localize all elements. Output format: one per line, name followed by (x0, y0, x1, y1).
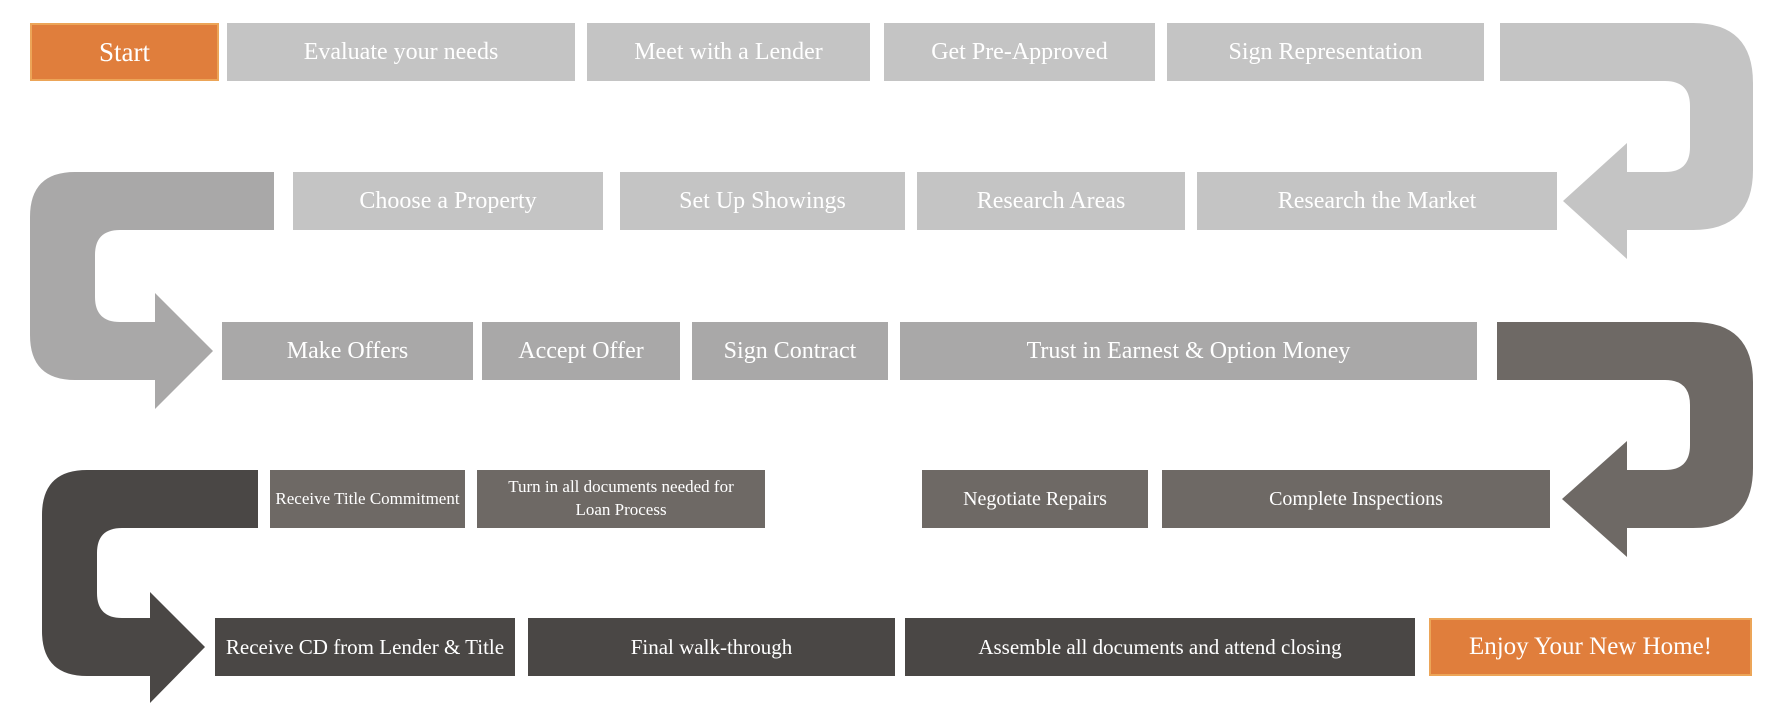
step-label: Trust in Earnest & Option Money (1026, 337, 1351, 364)
step-final-walk-through[interactable]: Final walk-through (528, 618, 895, 676)
u-turn-arrow-row3-row4-icon (1497, 322, 1753, 557)
step-label: Turn in all documents needed for Loan Pr… (508, 477, 734, 519)
step-complete-inspections[interactable]: Complete Inspections (1162, 470, 1550, 528)
u-turn-arrow-row1-row2-icon (1500, 23, 1753, 259)
step-label: Negotiate Repairs (963, 487, 1107, 510)
step-label: Research the Market (1277, 187, 1477, 214)
step-sign-contract[interactable]: Sign Contract (692, 322, 888, 380)
step-sign-representation[interactable]: Sign Representation (1167, 23, 1484, 81)
step-turn-in-loan-documents[interactable]: Turn in all documents needed for Loan Pr… (477, 470, 765, 528)
step-label: Assemble all documents and attend closin… (978, 634, 1342, 659)
step-label: Sign Representation (1228, 38, 1423, 65)
step-label: Receive CD from Lender & Title (225, 634, 505, 659)
step-label: Final walk-through (630, 634, 793, 659)
step-negotiate-repairs[interactable]: Negotiate Repairs (922, 470, 1148, 528)
step-evaluate-your-needs[interactable]: Evaluate your needs (227, 23, 575, 81)
step-get-pre-approved[interactable]: Get Pre-Approved (884, 23, 1155, 81)
step-label: Start (99, 36, 150, 67)
u-turn-arrow-row2-row3-icon (30, 172, 274, 409)
step-accept-offer[interactable]: Accept Offer (482, 322, 680, 380)
step-label: Evaluate your needs (303, 38, 499, 65)
step-label: Make Offers (286, 337, 409, 364)
step-make-offers[interactable]: Make Offers (222, 322, 473, 380)
step-label: Enjoy Your New Home! (1468, 633, 1713, 660)
step-enjoy-your-new-home[interactable]: Enjoy Your New Home! (1429, 618, 1752, 676)
step-receive-cd-from-lender-and-title[interactable]: Receive CD from Lender & Title (215, 618, 515, 676)
step-set-up-showings[interactable]: Set Up Showings (620, 172, 905, 230)
step-label: Accept Offer (518, 337, 644, 364)
step-label: Complete Inspections (1269, 487, 1443, 510)
step-meet-with-a-lender[interactable]: Meet with a Lender (587, 23, 870, 81)
step-label: Get Pre-Approved (931, 38, 1108, 65)
step-research-the-market[interactable]: Research the Market (1197, 172, 1557, 230)
step-research-areas[interactable]: Research Areas (917, 172, 1185, 230)
step-trust-in-earnest-and-option-money[interactable]: Trust in Earnest & Option Money (900, 322, 1477, 380)
step-label: Set Up Showings (679, 187, 846, 214)
step-choose-a-property[interactable]: Choose a Property (293, 172, 603, 230)
u-turn-arrow-row4-row5-icon (42, 470, 258, 703)
step-label: Sign Contract (723, 337, 857, 364)
step-label: Meet with a Lender (634, 38, 823, 65)
step-label: Receive Title Commitment (275, 488, 460, 508)
step-start[interactable]: Start (30, 23, 219, 81)
step-label: Research Areas (976, 187, 1126, 214)
step-receive-title-commitment[interactable]: Receive Title Commitment (270, 470, 465, 528)
step-label: Choose a Property (359, 187, 537, 214)
step-assemble-documents-attend-closing[interactable]: Assemble all documents and attend closin… (905, 618, 1415, 676)
